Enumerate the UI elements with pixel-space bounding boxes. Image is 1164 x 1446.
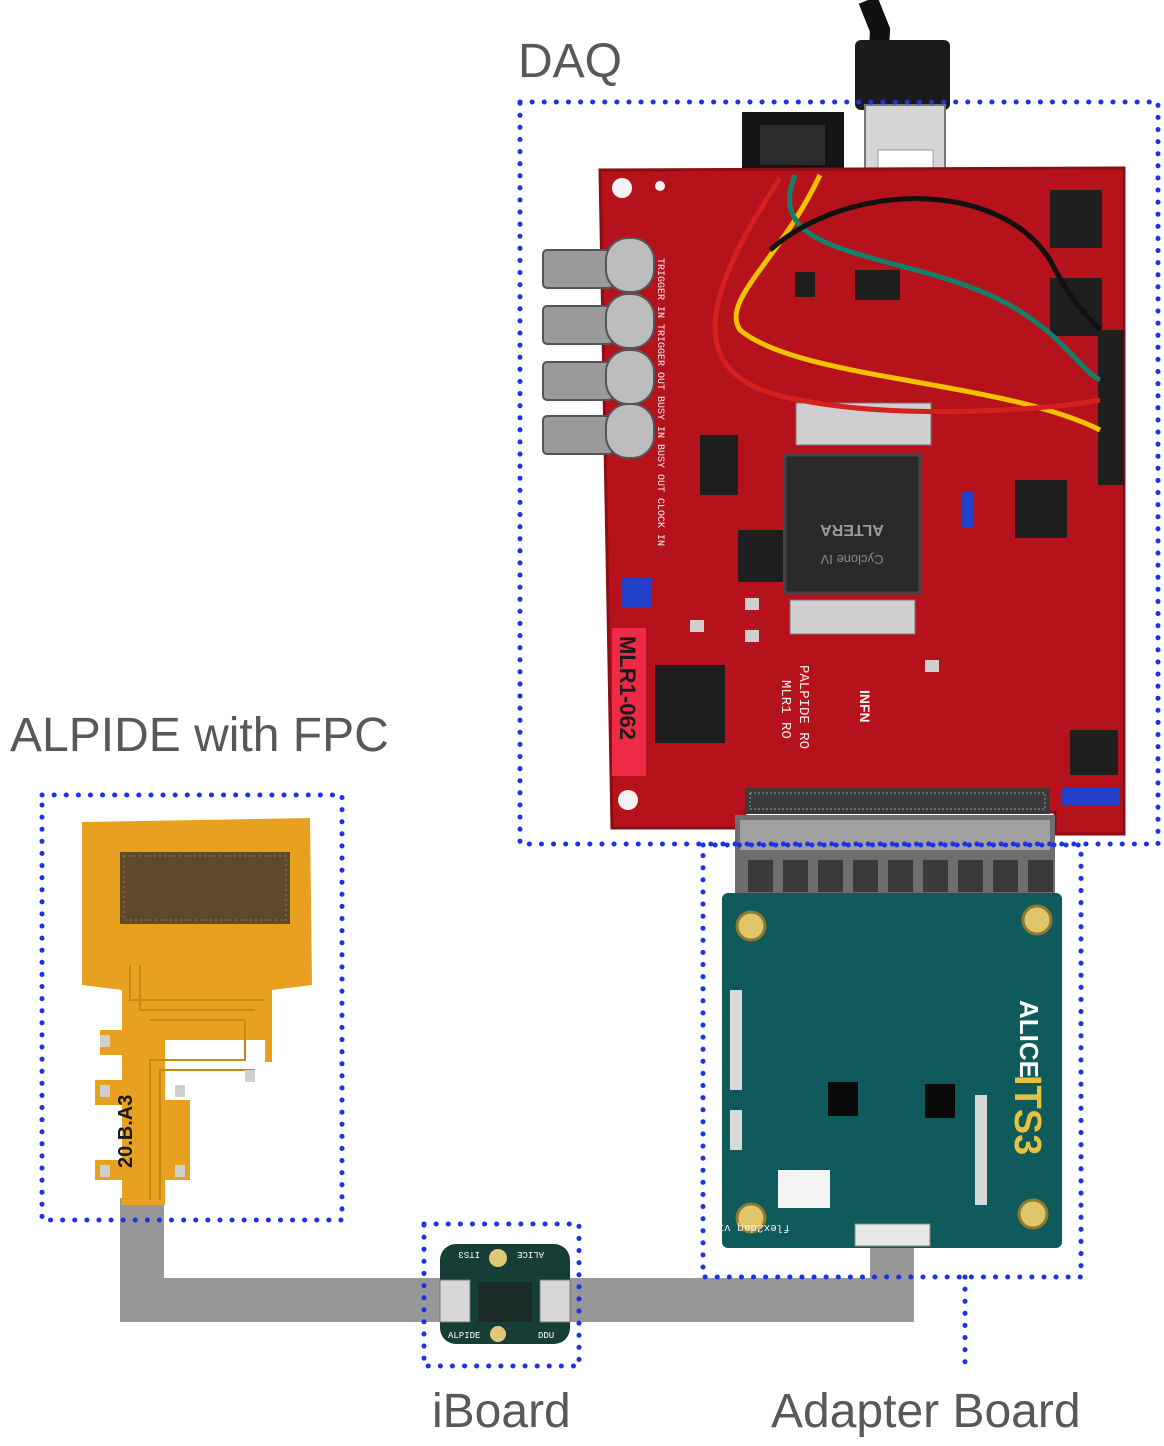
iboard: ITS3 ALICE ALPIDE DDU xyxy=(439,1244,571,1344)
fpc-marking-text: 20.B.A3 xyxy=(115,1095,137,1168)
daq-inf-text: INFN xyxy=(857,690,873,723)
iboard-outline xyxy=(421,1221,582,1369)
daq-silk-text-1: PALPIDE RO xyxy=(795,665,811,749)
iboard-text-alice: ALICE xyxy=(517,1249,544,1259)
adapter-board-label: Adapter Board xyxy=(771,1385,1081,1438)
daq-board: ALTERA Cyclone IV xyxy=(542,0,1126,836)
alpide-fpc: 20.B.A3 xyxy=(82,818,312,1205)
iboard-text-its3: ITS3 xyxy=(458,1249,480,1259)
adapter-name-text: flex2daq v1 xyxy=(717,1221,790,1233)
iboard-label: iBoard xyxy=(432,1385,571,1438)
fpga-family-text: Cyclone IV xyxy=(820,552,883,567)
daq-sticker-text: MLR1-062 xyxy=(615,636,640,740)
cable xyxy=(120,1198,914,1322)
adapter-title-alice: ALICE xyxy=(1014,1000,1044,1078)
daq-label: DAQ xyxy=(518,35,623,88)
adapter-title-its3: ITS3 xyxy=(1006,1075,1048,1155)
adapter-board: ALICE ITS3 flex2daq v1 xyxy=(717,815,1062,1248)
daq-silk-text-2: MLR1 RO xyxy=(777,680,793,739)
iboard-text-alpide: ALPIDE xyxy=(448,1331,480,1341)
svg-text:TRIGGER IN TRIGGER OUT BUSY: TRIGGER IN TRIGGER OUT BUSY IN BUSY OUT … xyxy=(654,258,665,546)
iboard-text-ddu: DDU xyxy=(538,1331,554,1341)
alpide-label: ALPIDE with FPC xyxy=(10,709,389,762)
adapter-outline xyxy=(700,842,1084,1280)
fpga-brand-text: ALTERA xyxy=(820,521,884,538)
